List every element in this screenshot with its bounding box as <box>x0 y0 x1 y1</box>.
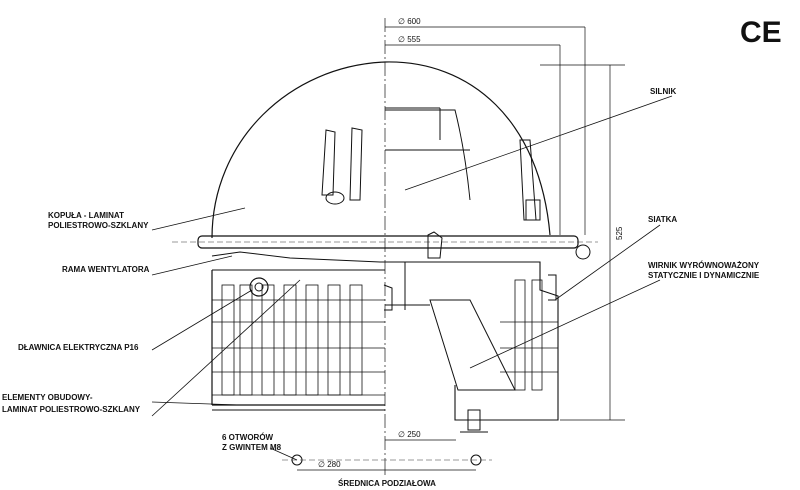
label-dlawnica: DŁAWNICA ELEKTRYCZNA P16 <box>18 343 139 352</box>
label-siatka: SIATKA <box>648 215 677 224</box>
label-elementy-line2: LAMINAT POLIESTROWO-SZKLANY <box>2 405 141 414</box>
dim-600: ∅ 600 <box>398 17 421 26</box>
label-elementy-line1: ELEMENTY OBUDOWY- <box>2 393 93 402</box>
housing <box>211 251 559 433</box>
label-kopula-line1: KOPUŁA - LAMINAT <box>48 211 124 220</box>
label-wirnik-line1: WIRNIK WYRÓWNOWAŻONY <box>648 261 760 270</box>
dimension-lines <box>297 26 625 475</box>
label-otwory-line2: Z GWINTEM M8 <box>222 443 282 452</box>
dim-280: ∅ 280 <box>318 460 341 469</box>
leader-lines <box>151 95 673 461</box>
dome <box>211 61 551 239</box>
label-otwory-line1: 6 OTWORÓW <box>222 433 274 442</box>
cable-gland-icon <box>249 277 269 297</box>
label-wirnik-line2: STATYCZNIE I DYNAMICZNIE <box>648 271 760 280</box>
dim-555: ∅ 555 <box>398 35 421 44</box>
label-silnik: SILNIK <box>650 87 676 96</box>
dim-525: 525 <box>615 226 624 240</box>
ce-mark: CE <box>740 16 782 49</box>
label-kopula-line2: POLIESTROWO-SZKLANY <box>48 221 149 230</box>
label-rama: RAMA WENTYLATORA <box>62 265 150 274</box>
dim-250: ∅ 250 <box>398 430 421 439</box>
label-srednica: ŚREDNICA PODZIAŁOWA <box>338 479 436 488</box>
fan-frame <box>172 231 598 260</box>
